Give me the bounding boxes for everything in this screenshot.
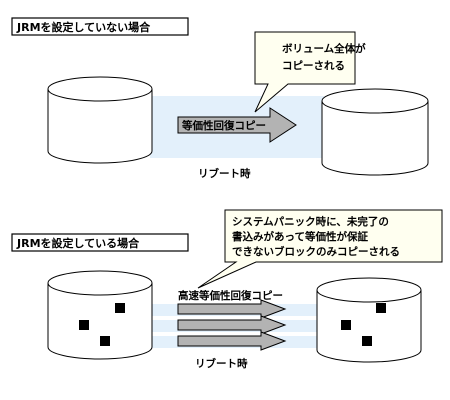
partial-copy-arrow-2 (177, 315, 287, 335)
title-with-jrm: JRMを設定している場合 (16, 236, 140, 250)
full-copy-arrow-label: 等価性回復コピー (181, 119, 266, 132)
title-without-jrm: JRMを設定していない場合 (16, 20, 151, 34)
full-copy-arrow: 等価性回復コピー (177, 107, 297, 143)
callout-bottom-line-1: システムパニック時に、未完了の (232, 215, 389, 228)
source-disk-bottom (47, 270, 153, 360)
partial-copy-arrow-3 (177, 331, 287, 351)
caption-bottom: リブート時 (195, 357, 248, 370)
callout-bottom-line-3: できないブロックのみコピーされる (232, 245, 400, 258)
title-box-with-jrm (11, 233, 189, 252)
source-disk-top (47, 76, 153, 164)
target-disk-bottom (316, 277, 422, 363)
dirty-block-target-1 (376, 303, 386, 313)
callout-top: ボリューム全体が コピーされる (254, 31, 366, 113)
dirty-block-source-2 (79, 320, 89, 330)
partial-copy-arrow-1 (177, 299, 287, 319)
title-box-without-jrm (11, 17, 189, 36)
partial-copy-label: 高速等価性回復コピー (178, 289, 283, 302)
caption-top: リブート時 (198, 167, 251, 180)
target-disk-top (321, 88, 429, 176)
dirty-block-target-3 (362, 336, 372, 346)
dirty-block-target-2 (341, 320, 351, 330)
callout-bottom: システムパニック時に、未完了の 書込みがあって等価性が保証 できないブロックのみ… (197, 209, 443, 289)
callout-top-line-1: ボリューム全体が (282, 42, 366, 55)
dirty-block-source-1 (115, 303, 125, 313)
callout-top-line-2: コピーされる (282, 60, 345, 72)
callout-bottom-line-2: 書込みがあって等価性が保証 (232, 230, 368, 243)
dirty-block-source-3 (100, 336, 110, 346)
section-without-jrm: JRMを設定していない場合 等価性回復コピー ボリューム全体が コピーされる リ… (11, 17, 429, 180)
section-with-jrm: JRMを設定している場合 高速等価性回復コピー システムパニック時に (11, 209, 443, 370)
